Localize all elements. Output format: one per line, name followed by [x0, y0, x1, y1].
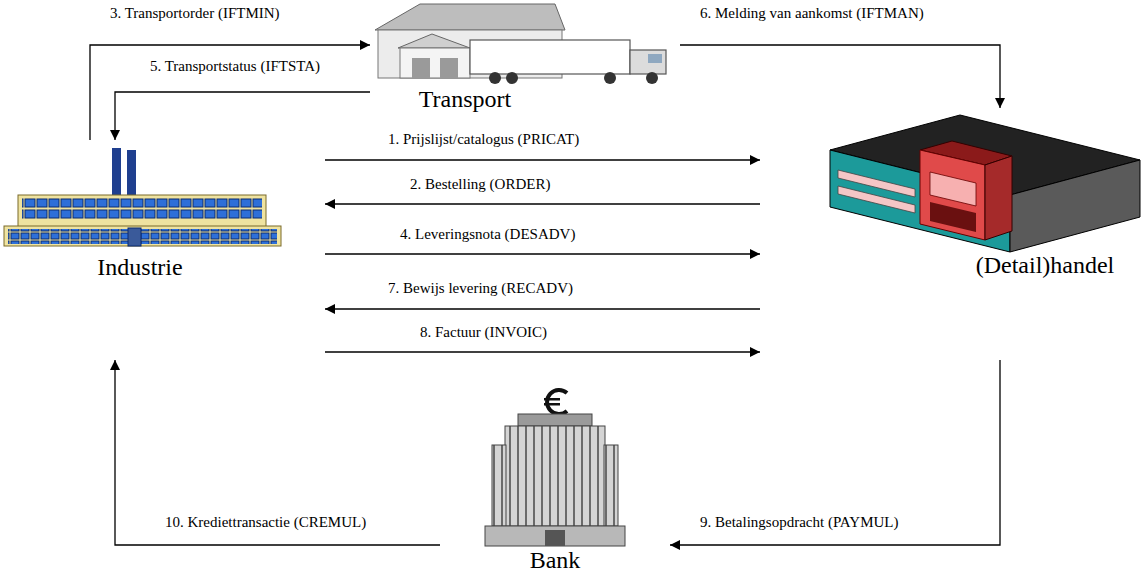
- node-title: Transport: [419, 86, 511, 112]
- message-arrow: [325, 159, 760, 160]
- message-label: 5. Transportstatus (IFTSTA): [150, 58, 320, 75]
- warehouse-picture: [375, 4, 666, 84]
- actor-node: (Detail)handel: [760, 108, 1145, 360]
- actor-node: Bank: [440, 385, 670, 581]
- message-arrow: [115, 92, 370, 140]
- message-label: 6. Melding van aankomst (IFTMAN): [700, 5, 924, 22]
- message-label: 2. Bestelling (ORDER): [410, 176, 550, 193]
- message-arrow: [325, 203, 760, 204]
- message-label: 8. Factuur (INVOIC): [420, 324, 547, 341]
- message-label: 4. Leveringsnota (DESADV): [400, 226, 575, 243]
- node-title: Bank: [530, 547, 581, 573]
- message-arrow: [325, 253, 760, 254]
- message-arrow: [680, 45, 1000, 108]
- message-arrow: [325, 351, 760, 352]
- message-arrow: [90, 45, 370, 140]
- message-label: 1. Prijslijst/catalogus (PRICAT): [388, 131, 579, 148]
- message-arrow: [670, 360, 1000, 545]
- store-picture: [830, 115, 1140, 252]
- bank-picture: [485, 390, 625, 546]
- actor-node: Transport: [370, 0, 680, 118]
- message-arrow: [325, 308, 760, 309]
- factory-picture: [4, 148, 281, 246]
- message-label: 9. Betalingsopdracht (PAYMUL): [700, 514, 898, 531]
- message-label: 3. Transportorder (IFTMIN): [110, 5, 280, 22]
- message-label: 7. Bewijs levering (RECADV): [388, 280, 573, 297]
- message-arrow: [115, 360, 440, 545]
- node-title: (Detail)handel: [976, 252, 1115, 278]
- actor-node: Industrie: [0, 140, 325, 360]
- message-label: 10. Krediettransactie (CREMUL): [165, 514, 366, 531]
- node-title: Industrie: [97, 254, 182, 280]
